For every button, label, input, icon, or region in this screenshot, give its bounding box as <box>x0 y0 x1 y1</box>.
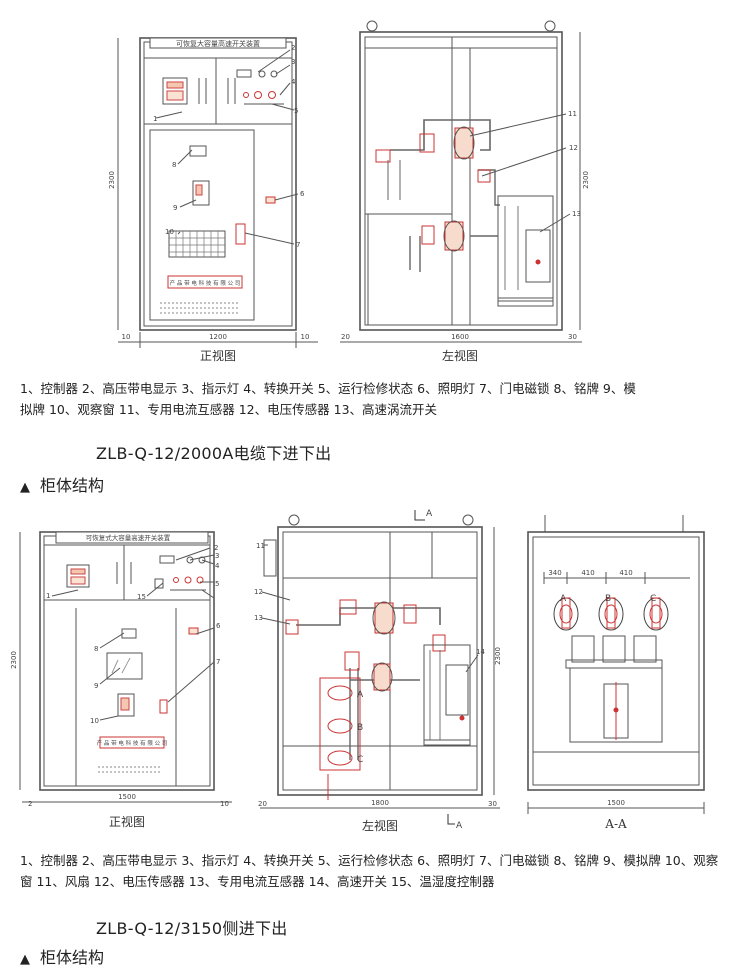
top-section-heading: ▲ 柜体结构 <box>20 472 104 496</box>
top-legend: 1、控制器 2、高压带电显示 3、指示灯 4、转换开关 5、运行检修状态 6、照… <box>20 378 740 420</box>
callout-6: 6 <box>300 190 305 198</box>
side-phase-c: C <box>357 755 363 765</box>
triangle-icon: ▲ <box>20 952 30 967</box>
callout-8: 8 <box>172 161 176 169</box>
bottom-side-dim-left: 20 <box>258 800 267 808</box>
top-front-dim-right: 10 <box>301 333 310 341</box>
bottom-front-dim-right: 10 <box>220 800 229 808</box>
callout-b13: 13 <box>254 614 263 622</box>
callout-11: 11 <box>568 110 577 118</box>
callout-b14: 14 <box>476 648 485 656</box>
top-front-brand-plate: 产 品 带 电 科 技 有 限 公 司 <box>170 279 241 287</box>
bottom-front-brand-plate: 产 品 带 电 科 技 有 限 公 司 <box>97 739 168 747</box>
callout-4: 4 <box>291 78 296 86</box>
callout-b12: 12 <box>254 588 263 596</box>
callout-b2: 2 <box>214 544 218 552</box>
side-phase-b: B <box>357 723 363 733</box>
bottom-front-title-plate: 可恢复式大容量高速开关装置 <box>86 533 171 542</box>
top-model-title: ZLB-Q-12/2000A电缆下进下出 <box>96 444 332 463</box>
bottom-side-dim-width: 1800 <box>371 799 389 807</box>
callout-7: 7 <box>296 241 300 249</box>
callout-b7: 7 <box>216 658 220 666</box>
top-front-dim-left: 10 <box>122 333 131 341</box>
callout-b8: 8 <box>94 645 98 653</box>
aa-phase-b: B <box>605 594 611 604</box>
bottom-front-dim-width: 1500 <box>118 793 136 801</box>
callout-2: 2 <box>291 44 295 52</box>
top-front-dim-width: 1200 <box>209 333 227 341</box>
bottom-section-heading: ▲ 柜体结构 <box>20 944 104 968</box>
bottom-legend-line-1: 1、控制器 2、高压带电显示 3、指示灯 4、转换开关 5、运行检修状态 6、照… <box>20 853 719 868</box>
top-front-dim-height: 2300 <box>108 171 116 189</box>
top-side-caption: 左视图 <box>442 348 478 363</box>
callout-10: 10 <box>165 228 174 236</box>
bottom-front-caption: 正视图 <box>109 814 145 829</box>
aa-phase-a: A <box>560 594 567 604</box>
aa-phase-c: C <box>650 594 656 604</box>
aa-spacing-3: 410 <box>619 569 632 577</box>
top-front-caption: 正视图 <box>200 348 236 363</box>
bottom-side-view <box>260 510 500 825</box>
callout-5: 5 <box>294 107 298 115</box>
side-phase-a: A <box>357 690 364 700</box>
bottom-side-caption: 左视图 <box>362 818 398 833</box>
top-section-title: 柜体结构 <box>40 476 105 495</box>
callout-12: 12 <box>569 144 578 152</box>
bottom-side-dim-height: 2300 <box>494 647 502 665</box>
bottom-front-dim-height: 2300 <box>10 651 18 669</box>
section-mark-top: A <box>426 509 433 519</box>
top-front-view <box>117 37 318 348</box>
section-mark-bottom: A <box>456 821 463 831</box>
top-side-dim-width: 1600 <box>451 333 469 341</box>
bottom-front-view <box>19 531 232 803</box>
callout-b1: 1 <box>46 592 50 600</box>
callout-b5: 5 <box>215 580 219 588</box>
callout-b15: 15 <box>137 593 146 601</box>
bottom-legend-line-2: 窗 11、风扇 12、电压传感器 13、专用电流互感器 14、高速开关 15、温… <box>20 874 495 889</box>
aa-caption: A-A <box>604 817 627 831</box>
callout-b11: 11 <box>256 542 265 550</box>
aa-spacing-1: 340 <box>548 569 561 577</box>
bottom-legend: 1、控制器 2、高压带电显示 3、指示灯 4、转换开关 5、运行检修状态 6、照… <box>20 850 740 892</box>
callout-b3: 3 <box>215 552 219 560</box>
callout-b6: 6 <box>216 622 221 630</box>
top-legend-line-2: 拟牌 10、观察窗 11、专用电流互感器 12、电压传感器 13、高速涡流开关 <box>20 402 438 417</box>
bottom-side-dim-right: 30 <box>488 800 497 808</box>
callout-b9: 9 <box>94 682 98 690</box>
section-a-a-view <box>527 515 705 814</box>
top-side-view <box>340 20 582 343</box>
bottom-model-title: ZLB-Q-12/3150侧进下出 <box>96 919 288 938</box>
top-side-dim-left: 20 <box>341 333 350 341</box>
aa-dim-width: 1500 <box>607 799 625 807</box>
bottom-front-dim-left: 2 <box>28 800 32 808</box>
callout-13: 13 <box>572 210 581 218</box>
top-side-dim-height: 2300 <box>582 171 590 189</box>
callout-3: 3 <box>291 58 295 66</box>
callout-b4: 4 <box>215 562 220 570</box>
bottom-section-title: 柜体结构 <box>40 948 105 967</box>
callout-b10: 10 <box>90 717 99 725</box>
top-side-dim-right: 30 <box>568 333 577 341</box>
callout-1: 1 <box>153 115 157 123</box>
top-legend-line-1: 1、控制器 2、高压带电显示 3、指示灯 4、转换开关 5、运行检修状态 6、照… <box>20 381 636 396</box>
callout-9: 9 <box>173 204 177 212</box>
top-front-title-plate: 可恢复大容量高速开关装置 <box>176 39 260 48</box>
aa-spacing-2: 410 <box>581 569 594 577</box>
triangle-icon: ▲ <box>20 480 30 495</box>
